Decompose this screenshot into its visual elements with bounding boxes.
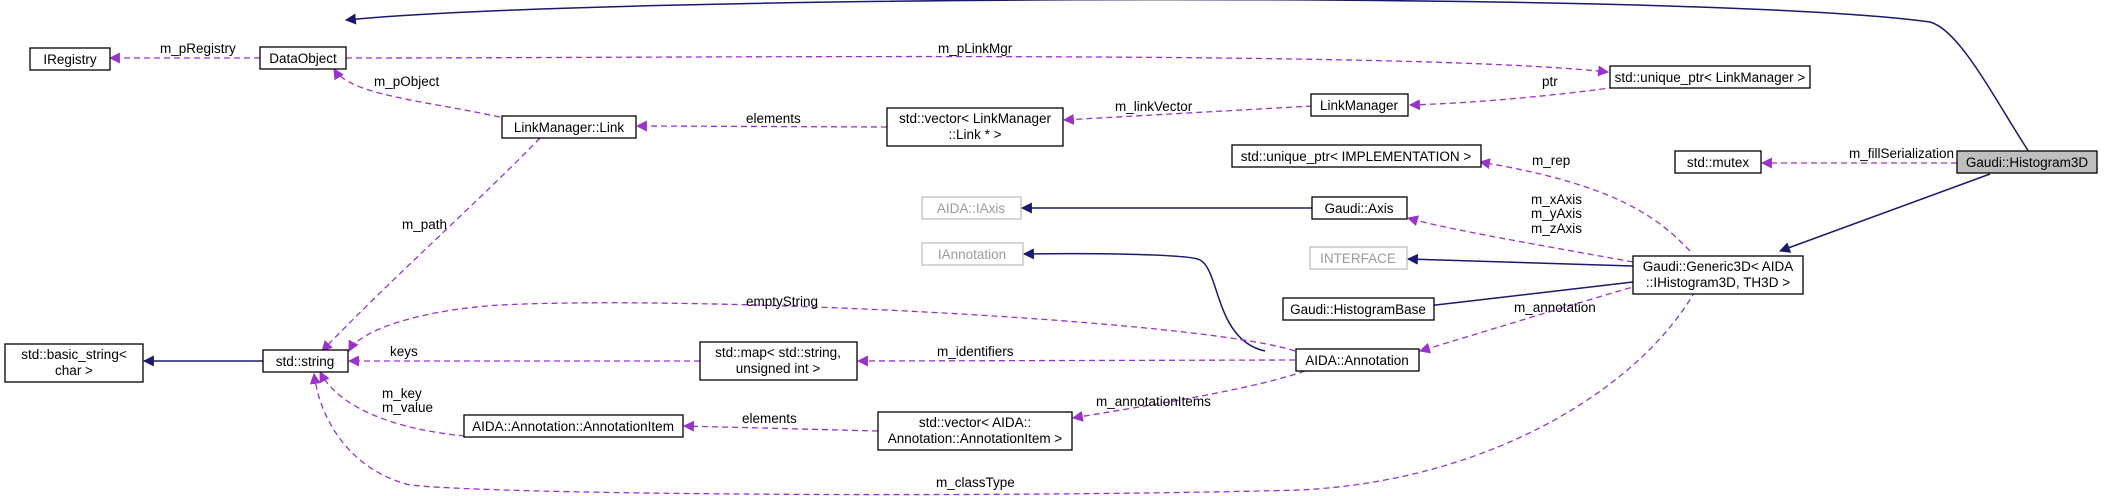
svg-text:Gaudi::Generic3D< AIDA: Gaudi::Generic3D< AIDA [1643, 259, 1793, 274]
label-m-yaxis: m_yAxis [1531, 206, 1582, 221]
svg-text:std::mutex: std::mutex [1687, 155, 1750, 170]
label-m-identifiers: m_identifiers [937, 344, 1014, 359]
node-vector-annotation-item[interactable]: std::vector< AIDA:: Annotation::Annotati… [877, 411, 1073, 451]
svg-text:AIDA::IAxis: AIDA::IAxis [937, 201, 1006, 216]
edge-generic3d-uniqueptr-impl [1478, 158, 1691, 252]
svg-text:std::map< std::string,: std::map< std::string, [715, 345, 841, 360]
edge-link-dataobject [333, 68, 501, 118]
node-iannotation[interactable]: IAnnotation [921, 242, 1024, 266]
label-m-annotationitems: m_annotationItems [1096, 394, 1211, 409]
label-m-zaxis: m_zAxis [1531, 221, 1582, 236]
node-gaudi-histogrambase[interactable]: Gaudi::HistogramBase [1282, 297, 1435, 321]
svg-text:char >: char > [55, 363, 93, 378]
edge-item-stdstring [319, 371, 466, 437]
label-m-linkvector: m_linkVector [1115, 99, 1193, 114]
label-m-classtype: m_classType [936, 475, 1015, 490]
label-m-rep: m_rep [1532, 153, 1570, 168]
edge-annotation-map [856, 355, 1296, 367]
svg-text:std::vector< AIDA::: std::vector< AIDA:: [919, 415, 1031, 430]
label-emptystring: emptyString [746, 294, 818, 309]
label-m-annotation: m_annotation [1514, 300, 1596, 315]
edge-labels: m_pRegistry m_pLinkMgr m_pObject element… [160, 41, 1954, 490]
svg-text:LinkManager: LinkManager [1320, 98, 1399, 113]
node-linkmanager[interactable]: LinkManager [1310, 93, 1409, 117]
svg-text:Gaudi::Axis: Gaudi::Axis [1324, 201, 1393, 216]
svg-text:unsigned int >: unsigned int > [736, 361, 821, 376]
label-m-path: m_path [402, 217, 447, 232]
node-std-mutex[interactable]: std::mutex [1674, 150, 1762, 174]
edge-uniqueptr-linkmanager [1408, 85, 1626, 111]
edge-generic3d-gaudiaxis [1406, 215, 1634, 263]
label-ptr: ptr [1542, 74, 1558, 89]
svg-text:Gaudi::Histogram3D: Gaudi::Histogram3D [1966, 155, 2089, 170]
edge-generic3d-histogrambase [1408, 281, 1634, 313]
svg-text:std::string: std::string [276, 354, 335, 369]
label-elements-items: elements [742, 411, 797, 426]
svg-text:IAnnotation: IAnnotation [938, 247, 1006, 262]
edge-link-stdstring [321, 137, 541, 352]
label-keys: keys [390, 344, 418, 359]
member-edges [108, 52, 1957, 496]
svg-text:::IHistogram3D, TH3D >: ::IHistogram3D, TH3D > [1646, 275, 1790, 290]
node-gaudi-histogram3d[interactable]: Gaudi::Histogram3D [1956, 150, 2098, 174]
label-m-pregistry: m_pRegistry [160, 41, 236, 56]
node-unique-ptr-implementation[interactable]: std::unique_ptr< IMPLEMENTATION > [1231, 144, 1482, 168]
svg-text:Annotation::AnnotationItem >: Annotation::AnnotationItem > [888, 431, 1063, 446]
node-aida-annotation[interactable]: AIDA::Annotation [1295, 348, 1420, 372]
label-m-plinkmgr: m_pLinkMgr [938, 41, 1013, 56]
label-m-key: m_key [382, 386, 422, 401]
svg-text:AIDA::Annotation::AnnotationIt: AIDA::Annotation::AnnotationItem [472, 419, 674, 434]
node-annotation-item[interactable]: AIDA::Annotation::AnnotationItem [463, 414, 684, 438]
edge-histogram3d-generic3d [1778, 173, 1991, 253]
svg-text:::Link * >: ::Link * > [949, 127, 1002, 142]
svg-text:Gaudi::HistogramBase: Gaudi::HistogramBase [1290, 302, 1426, 317]
node-iregistry[interactable]: IRegistry [29, 47, 111, 71]
svg-text:std::unique_ptr< LinkManager >: std::unique_ptr< LinkManager > [1615, 70, 1806, 85]
label-elements-links: elements [746, 111, 801, 126]
label-m-value: m_value [382, 400, 433, 415]
svg-text:std::basic_string<: std::basic_string< [21, 347, 127, 362]
svg-text:std::vector< LinkManager: std::vector< LinkManager [899, 111, 1051, 126]
edge-linkmanager-vector [1062, 105, 1313, 125]
edge-annotation-stdstring-emptystring [348, 302, 1296, 352]
node-vector-linkmanager-link[interactable]: std::vector< LinkManager ::Link * > [886, 107, 1064, 147]
node-gaudi-axis[interactable]: Gaudi::Axis [1311, 196, 1408, 220]
node-dataobject[interactable]: DataObject [259, 46, 347, 70]
node-aida-iaxis[interactable]: AIDA::IAxis [921, 196, 1022, 220]
svg-text:AIDA::Annotation: AIDA::Annotation [1305, 353, 1409, 368]
node-gaudi-generic3d[interactable]: Gaudi::Generic3D< AIDA ::IHistogram3D, T… [1632, 255, 1804, 295]
svg-text:DataObject: DataObject [269, 51, 337, 66]
node-linkmanager-link[interactable]: LinkManager::Link [501, 115, 637, 139]
nodes: IRegistry DataObject std::unique_ptr< Li… [4, 46, 2098, 451]
edge-generic3d-stdstring-classtype [309, 281, 1701, 496]
label-m-xaxis: m_xAxis [1531, 192, 1582, 207]
svg-text:INTERFACE: INTERFACE [1320, 251, 1396, 266]
edge-dataobject-uniqueptr-linkmgr [345, 55, 1610, 77]
edge-annotation-vectoritem [1071, 370, 1306, 422]
node-std-string[interactable]: std::string [262, 349, 349, 373]
node-interface[interactable]: INTERFACE [1309, 246, 1408, 270]
edge-generic3d-interface [1406, 253, 1634, 267]
label-m-pobject: m_pObject [374, 74, 440, 89]
node-basic-string[interactable]: std::basic_string< char > [4, 343, 144, 383]
svg-text:std::unique_ptr< IMPLEMENTATIO: std::unique_ptr< IMPLEMENTATION > [1241, 149, 1472, 164]
inheritance-edges [142, 0, 2030, 367]
node-std-map[interactable]: std::map< std::string, unsigned int > [699, 341, 858, 381]
edge-vector-link [635, 120, 888, 132]
label-m-fillserialization: m_fillSerialization [1849, 146, 1954, 161]
edge-annotation-iannotation [1022, 248, 1266, 352]
edge-generic3d-annotation [1418, 281, 1651, 354]
node-unique-ptr-linkmanager[interactable]: std::unique_ptr< LinkManager > [1609, 65, 1811, 89]
edge-vectoritem-item [682, 420, 879, 432]
svg-text:IRegistry: IRegistry [43, 52, 97, 67]
svg-text:LinkManager::Link: LinkManager::Link [514, 120, 625, 135]
edge-histogram3d-dataobject [344, 0, 2030, 153]
